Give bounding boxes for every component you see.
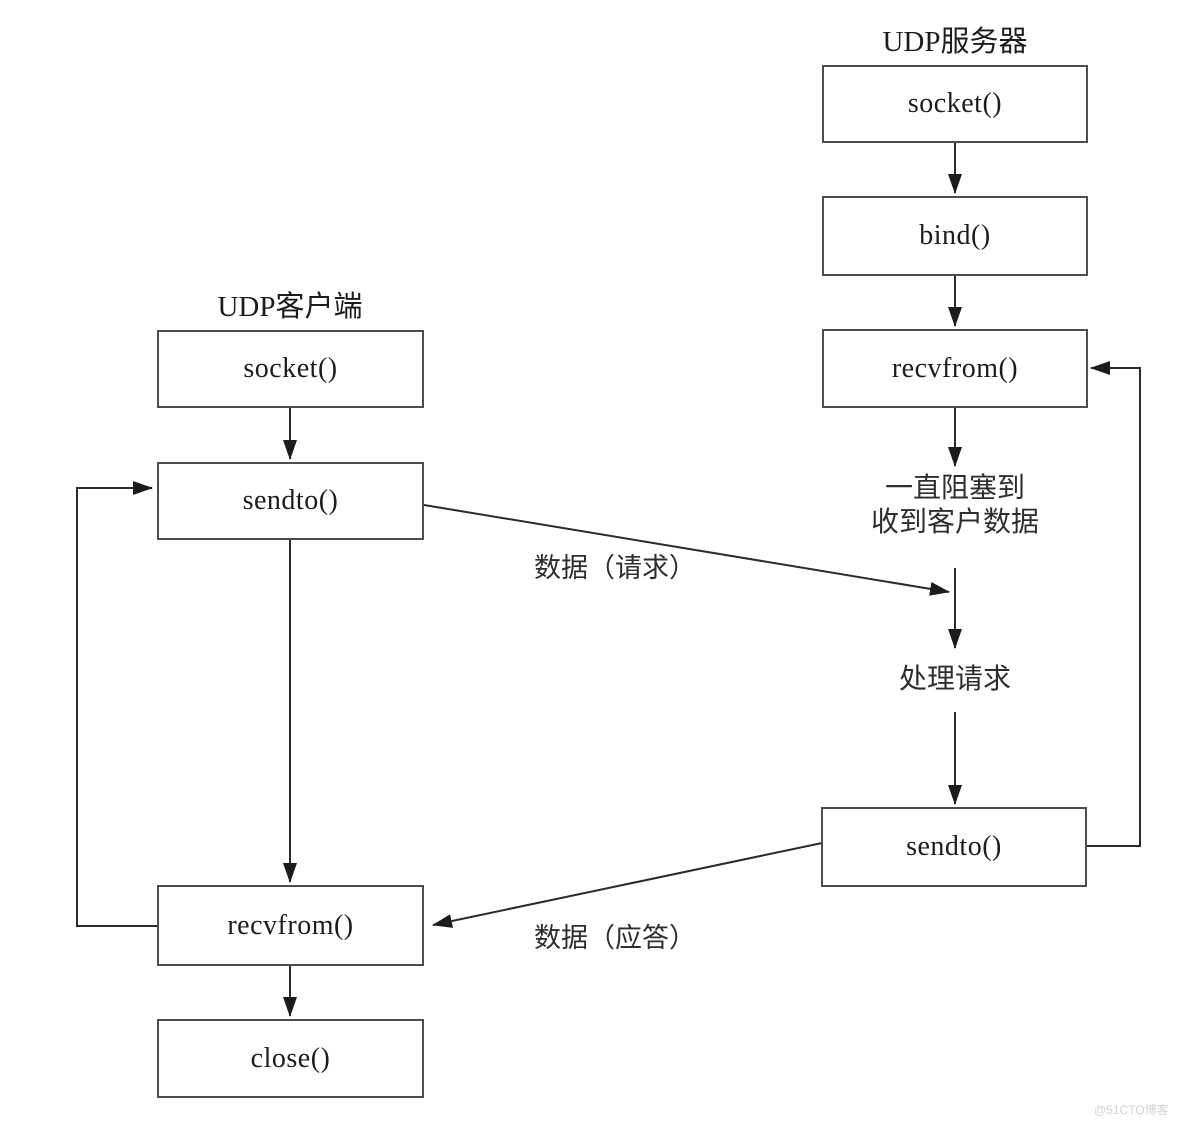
client-recvfrom-label: recvfrom() bbox=[227, 909, 354, 941]
server-bind-box: bind() bbox=[822, 196, 1088, 276]
loop-client-recvfrom-to-sendto bbox=[76, 481, 157, 927]
arrow-reply-server-to-client bbox=[432, 842, 823, 928]
site-watermark: @51CTO博客 bbox=[1094, 1103, 1169, 1117]
client-sendto-label: sendto() bbox=[242, 485, 339, 516]
client-close-label: close() bbox=[250, 1042, 331, 1074]
server-blocking-note-line2: 收到客户数据 bbox=[870, 507, 1039, 538]
client-recvfrom-box: recvfrom() bbox=[157, 885, 424, 966]
client-sendto-box: sendto() bbox=[157, 462, 424, 540]
server-column-title: UDP服务器 bbox=[882, 26, 1028, 58]
server-socket-box: socket() bbox=[822, 65, 1088, 143]
server-sendto-box: sendto() bbox=[821, 807, 1087, 887]
server-blocking-note-line1: 一直阻塞到 bbox=[884, 473, 1025, 504]
server-sendto-label: sendto() bbox=[906, 831, 1002, 862]
server-recvfrom-label: recvfrom() bbox=[891, 352, 1019, 384]
server-process-note: 处理请求 bbox=[898, 664, 1011, 695]
server-socket-label: socket() bbox=[907, 88, 1003, 119]
client-socket-box: socket() bbox=[157, 330, 424, 408]
loop-server-sendto-to-recvfrom bbox=[1087, 361, 1141, 847]
server-recvfrom-box: recvfrom() bbox=[822, 329, 1088, 408]
arrow-request-client-to-server bbox=[423, 504, 950, 596]
server-bind-label: bind() bbox=[919, 220, 991, 251]
reply-edge-label: 数据（应答） bbox=[534, 923, 696, 953]
request-edge-label: 数据（请求） bbox=[534, 553, 696, 583]
client-socket-label: socket() bbox=[243, 353, 338, 384]
client-close-box: close() bbox=[157, 1019, 424, 1098]
server-blocking-note: 一直阻塞到 收到客户数据 bbox=[835, 472, 1075, 540]
client-column-title: UDP客户端 bbox=[217, 291, 363, 323]
